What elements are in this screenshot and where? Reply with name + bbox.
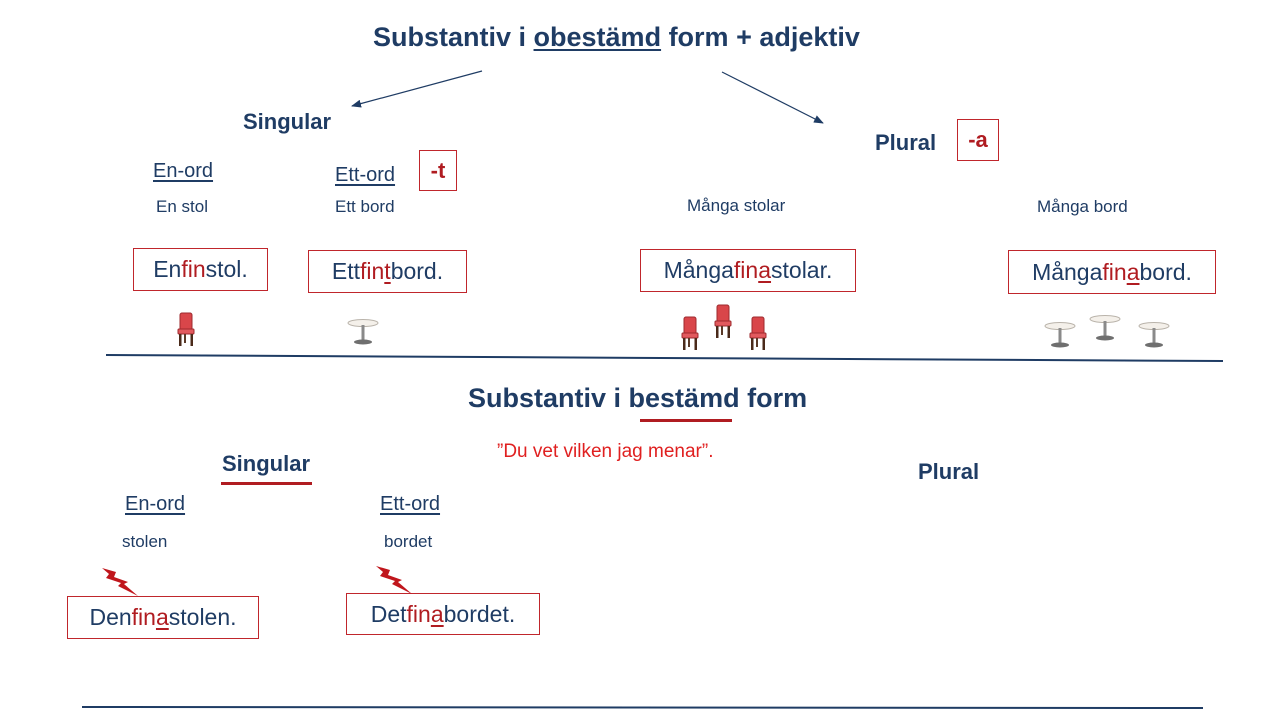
phrase-adjective-ending: t: [384, 258, 391, 284]
phrase-adjective: fin: [181, 256, 206, 282]
ett-suffix-box: -t: [419, 150, 457, 191]
bottom-ett-ord-label: Ett-ord: [380, 493, 441, 515]
top-singular-heading: Singular: [243, 109, 332, 134]
plural-suffix-box: -a: [957, 119, 999, 161]
ett-suffix: -t: [430, 157, 446, 183]
definite-quote: ”Du vet vilken jag menar”.: [497, 441, 714, 462]
phrase-box-en-fin-stol: En fin stol.: [133, 248, 268, 291]
phrase-adjective-ending: a: [155, 604, 169, 630]
phrase-adjective-stem: fin: [1102, 258, 1127, 285]
phrase-post: stol.: [205, 256, 248, 282]
top-en-example: En stol: [156, 197, 208, 216]
bottom-plural-heading: Plural: [918, 459, 980, 484]
phrase-adjective-stem: fin: [406, 600, 431, 627]
table-icon: [347, 319, 379, 345]
bottom-singular-heading: Singular: [222, 451, 311, 476]
top-plural-heading: Plural: [875, 130, 937, 155]
plural-suffix: -a: [968, 127, 988, 152]
phrase-post: stolen.: [168, 604, 237, 630]
chair-icon: [749, 316, 767, 351]
chair-icon: [177, 312, 195, 347]
phrase-pre: En: [153, 256, 182, 282]
lightning-icon: [102, 568, 138, 596]
table-icon: [1044, 322, 1076, 348]
phrase-adjective-stem: fin: [131, 604, 156, 630]
bottom-title-post: form: [739, 383, 808, 413]
bottom-title-emphasis: bestämd: [628, 383, 740, 413]
top-ett-example: Ett bord: [335, 197, 395, 216]
phrase-post: bordet.: [443, 600, 516, 627]
bottom-en-ord-label: En-ord: [125, 493, 186, 515]
phrase-post: bord.: [390, 258, 444, 284]
phrase-pre: Ett: [331, 258, 360, 284]
phrase-pre: Många: [1032, 258, 1103, 285]
table-icon: [1138, 322, 1170, 348]
phrase-adjective-ending: a: [758, 257, 772, 283]
bestamd-underline: [640, 419, 732, 422]
bottom-en-example: stolen: [122, 532, 168, 551]
arrow-icon: [351, 70, 483, 108]
bottom-ett-example: bordet: [384, 532, 433, 551]
lightning-icon: [376, 566, 412, 594]
chair-icon: [714, 304, 732, 339]
top-en-ord-label: En-ord: [153, 160, 214, 182]
top-title-pre: Substantiv i: [373, 22, 534, 52]
phrase-adjective-stem: fin: [360, 258, 385, 284]
bottom-title: Substantiv i bestämd form: [468, 383, 807, 414]
phrase-adjective-ending: a: [430, 600, 444, 627]
plural-example-tables: Många bord: [1037, 197, 1128, 216]
plural-example-chairs: Många stolar: [687, 196, 786, 215]
singular-underline: [221, 482, 312, 485]
phrase-adjective-ending: a: [1126, 258, 1140, 285]
top-title: Substantiv i obestämd form + adjektiv: [373, 22, 860, 53]
top-title-emphasis: obestämd: [533, 22, 662, 52]
phrase-post: bord.: [1139, 258, 1192, 285]
bottom-divider: [81, 706, 1204, 709]
phrase-adjective-stem: fin: [733, 257, 759, 283]
top-ett-ord-label: Ett-ord: [335, 164, 396, 186]
section-divider: [105, 354, 1224, 362]
chair-icon: [681, 316, 699, 351]
arrow-icon: [721, 71, 824, 124]
bottom-title-pre: Substantiv i: [468, 383, 629, 413]
top-title-post: form + adjektiv: [661, 22, 860, 52]
table-icon: [1089, 315, 1121, 341]
phrase-pre: Den: [89, 604, 132, 630]
phrase-post: stolar.: [771, 257, 833, 283]
phrase-pre: Många: [663, 257, 734, 283]
phrase-pre: Det: [370, 600, 407, 627]
